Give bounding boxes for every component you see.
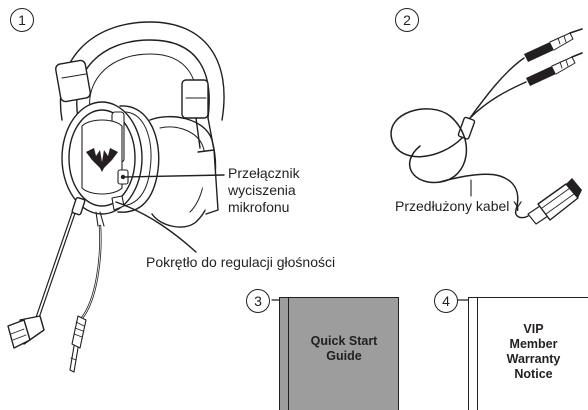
item-number-y-cable: 2: [395, 8, 419, 32]
item-number-headset: 1: [10, 8, 34, 32]
item-number-warranty-notice: 4: [434, 289, 458, 313]
quick-start-guide-booklet: Quick Start Guide: [279, 297, 399, 410]
booklet-spine: [477, 298, 478, 410]
headset-illustration: [8, 22, 224, 372]
warranty-notice-title: VIP Member Warranty Notice: [483, 322, 584, 382]
mic-mute-switch-label: Przełącznik wyciszenia mikrofonu: [228, 165, 300, 216]
quick-start-guide-title: Quick Start Guide: [294, 334, 394, 364]
warranty-notice-booklet: VIP Member Warranty Notice: [468, 297, 588, 410]
y-cable-label: Przedłużony kabel Y: [395, 198, 522, 215]
booklet-spine: [288, 298, 289, 410]
item-number-quick-start-guide: 3: [246, 289, 270, 313]
y-cable-illustration: [391, 29, 582, 224]
volume-knob-label: Pokrętło do regulacji głośności: [146, 254, 335, 271]
